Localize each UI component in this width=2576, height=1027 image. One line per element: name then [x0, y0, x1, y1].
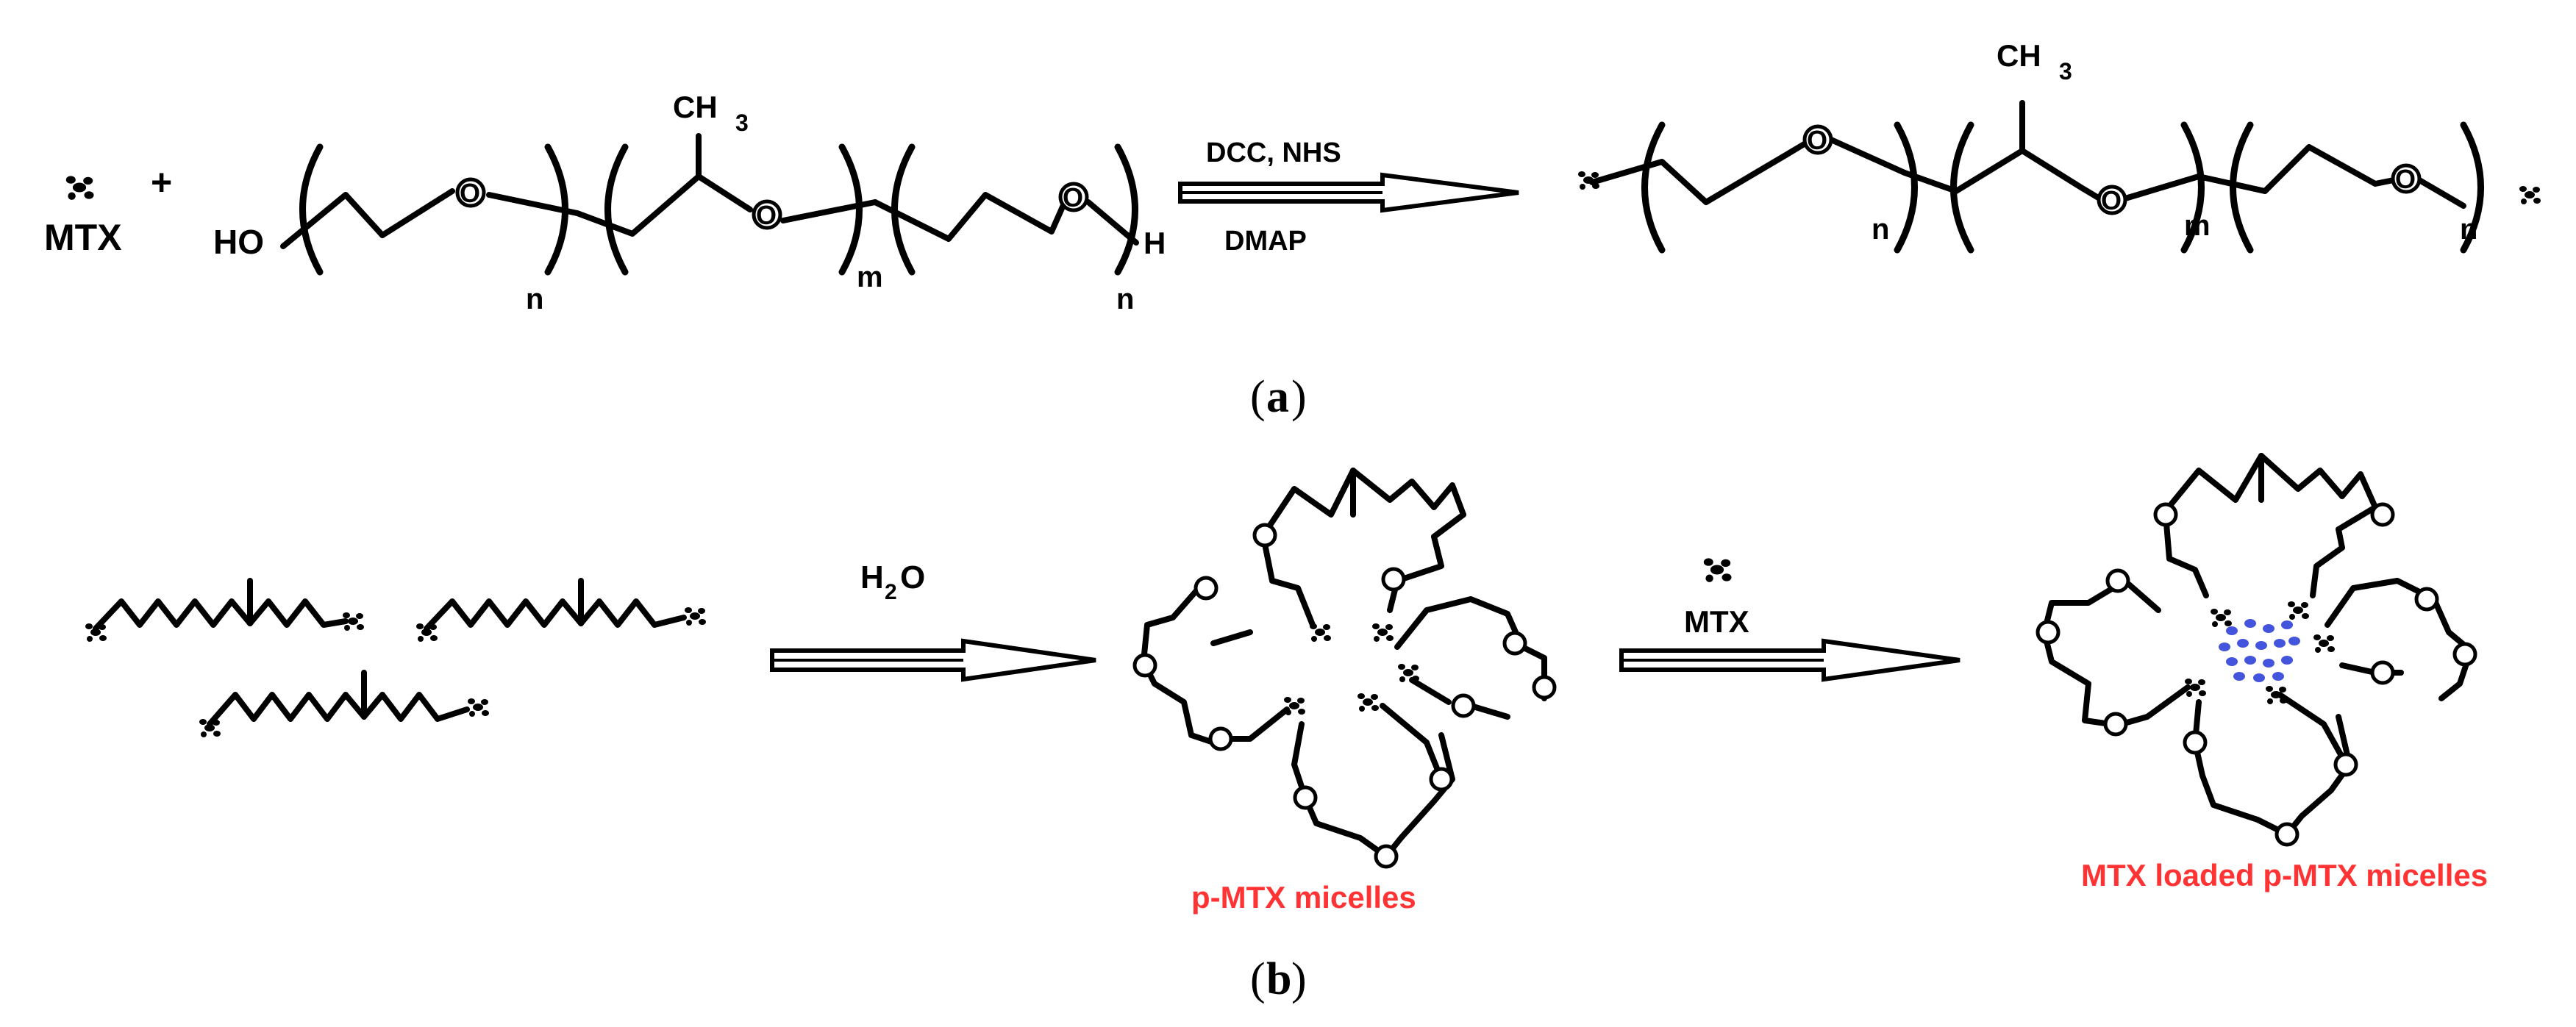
- polymer-chain: [416, 578, 706, 642]
- svg-text:a: a: [1266, 372, 1289, 422]
- svg-text:n: n: [2460, 213, 2477, 246]
- polymer-chain: [85, 578, 364, 642]
- micelle-empty: [1132, 468, 1557, 869]
- plus-sign: +: [151, 162, 172, 203]
- svg-text:3: 3: [2059, 58, 2072, 85]
- water-label: H: [860, 559, 884, 595]
- arrow-water: [770, 638, 1096, 682]
- panel-b: H 2 O: [85, 453, 2488, 1004]
- micelle-loaded: [2036, 453, 2477, 847]
- svg-text:): ): [1291, 372, 1307, 422]
- water-subscript: 2: [885, 580, 897, 604]
- panel-a: MTX + HO n CH 3 m n H O O: [44, 38, 2541, 422]
- loaded-micelle-label: MTX loaded p-MTX micelles: [2081, 858, 2488, 892]
- pluronic-reactant: n CH 3 m n H O O O: [280, 90, 1166, 315]
- svg-text:): ): [1291, 954, 1307, 1004]
- mtx-drug-icon: [65, 176, 94, 200]
- conjugate-product: n CH 3 m n O O O: [1578, 38, 2541, 254]
- polymer-chain: [199, 670, 489, 737]
- svg-text:m: m: [2184, 210, 2211, 242]
- svg-text:O: O: [460, 178, 480, 208]
- svg-text:O: O: [2101, 185, 2122, 215]
- mtx-drug-icon: [1703, 558, 1732, 582]
- svg-text:(: (: [1250, 954, 1266, 1004]
- water-oxygen: O: [900, 559, 925, 595]
- svg-text:O: O: [2395, 164, 2416, 194]
- reagents-bottom: DMAP: [1224, 226, 1307, 257]
- mtx-label: MTX: [44, 217, 122, 258]
- ho-group: HO: [213, 223, 264, 261]
- caption-a: ( a ): [1250, 372, 1307, 422]
- svg-text:H: H: [1143, 226, 1166, 260]
- svg-text:b: b: [1266, 954, 1291, 1004]
- micelle-label: p-MTX micelles: [1191, 880, 1416, 915]
- svg-text:m: m: [857, 261, 883, 293]
- svg-text:O: O: [756, 200, 777, 230]
- svg-text:CH: CH: [673, 90, 718, 124]
- arrow-mtx: [1619, 638, 1960, 682]
- svg-text:n: n: [1116, 283, 1134, 315]
- reagents-top: DCC, NHS: [1206, 137, 1341, 168]
- caption-b: ( b ): [1250, 954, 1307, 1004]
- svg-text:3: 3: [735, 110, 749, 136]
- svg-text:O: O: [1807, 125, 1827, 155]
- svg-text:n: n: [526, 283, 543, 315]
- encapsulated-drug-cluster: [2219, 619, 2300, 682]
- reaction-arrow-a: [1178, 172, 1519, 213]
- svg-text:CH: CH: [1997, 38, 2041, 73]
- svg-text:(: (: [1250, 372, 1266, 422]
- svg-text:n: n: [1872, 213, 1889, 246]
- svg-text:O: O: [1063, 182, 1083, 212]
- mtx-arrow-label: MTX: [1684, 604, 1749, 639]
